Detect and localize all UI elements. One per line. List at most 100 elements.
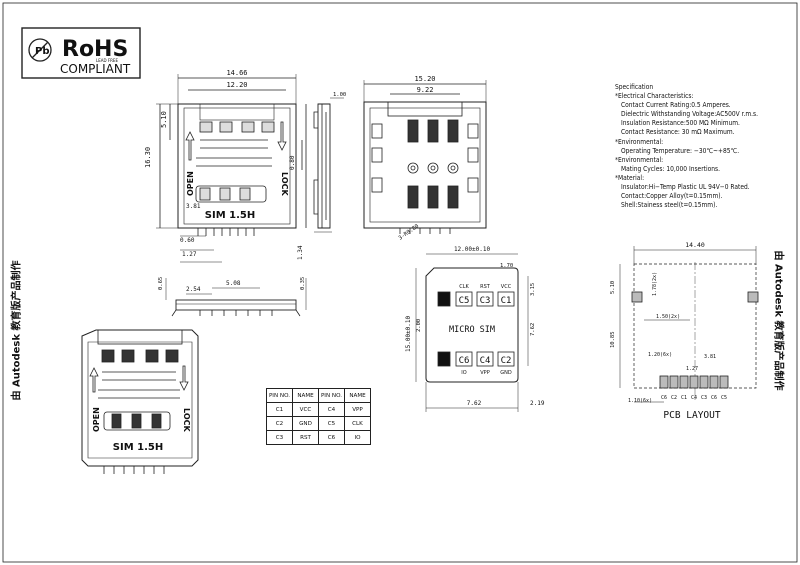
pcb-pad-label: C6 <box>661 395 667 401</box>
spec-line: *Electrical Characteristics: <box>615 92 694 101</box>
spec-line: Insulator:Hi−Temp Plastic UL 94V−0 Rated… <box>621 183 750 192</box>
dim-pcb-height: 10.85 <box>610 331 616 348</box>
pin-table-header: PIN NO. NAME PIN NO. NAME <box>266 388 371 403</box>
spec-line: Shell:Stainess steel(t=0.15mm). <box>621 201 718 210</box>
iso-model-label: SIM 1.5H <box>113 442 163 453</box>
sim-pad-c4: C4 <box>480 356 491 366</box>
iso-view: OPEN LOCK SIM 1.5H <box>81 329 199 474</box>
dim-pitch2: 1.27 <box>182 251 197 258</box>
sim-pad-c2: C2 <box>501 356 512 366</box>
table-cell: RST <box>292 430 319 445</box>
dim-pad-w: 0.60 <box>180 237 195 244</box>
table-cell: VPP <box>344 402 371 417</box>
table-cell: C1 <box>266 402 293 417</box>
open-label: OPEN <box>186 171 195 196</box>
sim-label-vcc: VCC <box>501 284 512 290</box>
sim-label-rst: RST <box>480 284 491 290</box>
pin-table-header-cell: NAME <box>344 388 371 403</box>
table-cell: CLK <box>344 416 371 431</box>
dim-side-right: 1.00 <box>333 92 346 98</box>
spec-line: *Material: <box>615 173 645 182</box>
dim-width-inner: 12.20 <box>226 81 247 89</box>
pcb-pad-label: C5 <box>721 395 727 401</box>
spec-line: Insulation Resistance:500 MΩ Minimum. <box>621 119 740 128</box>
table-cell: C5 <box>318 416 345 431</box>
sim-label-vpp: VPP <box>480 370 489 376</box>
dim-sb-left-h: 0.65 <box>158 277 164 290</box>
pcb-pad-label: C4 <box>691 395 697 401</box>
dim-sim-right-top: 3.15 <box>530 283 536 296</box>
spec-line: *Environmental: <box>615 155 664 164</box>
dim-sim-right-mid: 7.62 <box>530 323 536 336</box>
dim-sim-left-mid: 2.00 <box>416 319 422 332</box>
compliant-text: COMPLIANT <box>60 62 131 76</box>
dim-pcb-150: 1.50(2x) <box>656 314 680 320</box>
pcb-layout: 14.40 5.10 10.85 1.78(2x) 1.50(2x) 1.20(… <box>610 241 759 421</box>
model-label: SIM 1.5H <box>205 210 255 221</box>
micro-sim: 12.00±0.10 3-R0.80 1.70 15.00±0.10 2.00 … <box>398 223 545 412</box>
pin-table-header-cell: PIN NO. <box>318 388 345 403</box>
dim-sb-d2: 5.08 <box>226 280 241 287</box>
dim-pcb-110: 1.10(6x) <box>628 398 652 404</box>
spec-line: Operating Temperature: −30℃~+85℃. <box>621 146 740 155</box>
sim-pad-c6: C6 <box>459 356 470 366</box>
spec-line: *Environmental: <box>615 137 664 146</box>
dim-sim-top-right: 1.70 <box>500 263 513 269</box>
side-view-right: 1.00 <box>313 92 346 233</box>
pb-free-icon <box>28 38 52 62</box>
pcb-pad-label: C6 <box>711 395 717 401</box>
iso-lock-label: LOCK <box>182 408 191 432</box>
sim-label-gnd: GND <box>500 370 512 376</box>
sim-label-clk: CLK <box>459 284 469 290</box>
lock-label: LOCK <box>280 172 289 196</box>
table-row: C2 GND C5 CLK <box>266 416 371 431</box>
rohs-logo: Pb RoHS LEAD FREE COMPLIANT <box>21 27 141 79</box>
dim-pcb-width: 14.40 <box>685 241 705 249</box>
spec-line: Contact Resistance: 30 mΩ Maximum. <box>621 128 735 137</box>
dim-right-small: 0.80 <box>289 155 296 170</box>
pin-table-header-cell: PIN NO. <box>266 388 293 403</box>
side-label-right: 由 Autodesk 教育版产品制作 <box>772 250 784 391</box>
pcb-pad-label: C1 <box>681 395 687 401</box>
spec-title: Specification <box>615 83 654 91</box>
pcb-layout-title: PCB LAYOUT <box>663 410 720 421</box>
dim-height: 16.30 <box>144 147 152 168</box>
pcb-right-pad <box>747 291 759 303</box>
svg-text:Pb: Pb <box>35 46 50 57</box>
dim-pcb-381: 3.81 <box>704 354 716 360</box>
table-row: C3 RST C6 IO <box>266 430 371 445</box>
side-view-bottom: 0.65 2.54 5.08 0.35 <box>158 277 307 317</box>
spec-line: Mating Cycles: 10,000 Insertions. <box>621 164 720 173</box>
dim-left-height: 5.10 <box>160 111 168 128</box>
micro-sim-title: MICRO SIM <box>449 325 495 335</box>
sim-pad-c3: C3 <box>480 296 491 306</box>
dim-sim-height: 15.00±0.10 <box>405 315 412 352</box>
bottom-view: 15.20 9.22 <box>363 75 487 234</box>
table-cell: VCC <box>292 402 319 417</box>
dim-pcb-120: 1.20(6x) <box>648 352 672 358</box>
dim-sb-d1: 2.54 <box>186 286 201 293</box>
specification: Specification *Electrical Characteristic… <box>615 83 795 210</box>
pin-table: PIN NO. NAME PIN NO. NAME C1 VCC C4 VPP … <box>266 388 371 445</box>
table-cell: C4 <box>318 402 345 417</box>
spec-line: Contact:Copper Alloy(t=0.15mm). <box>621 192 723 201</box>
pcb-pad-label: C3 <box>701 395 707 401</box>
dim-sim-bottom-left: 7.62 <box>467 400 482 407</box>
rohs-text: RoHS <box>62 37 128 62</box>
table-cell: C3 <box>266 430 293 445</box>
spec-line: Dielectric Withstanding Voltage:AC500V r… <box>621 110 758 119</box>
sim-label-io: IO <box>461 370 466 376</box>
dim-bottom-len: 1.34 <box>297 245 304 260</box>
dim-pcb-178: 1.78(2x) <box>652 272 658 296</box>
table-cell: IO <box>344 430 371 445</box>
pcb-pad-label: C2 <box>671 395 677 401</box>
sim-pad-c5: C5 <box>459 296 470 306</box>
dim-width-outer: 14.66 <box>226 69 247 77</box>
iso-open-label: OPEN <box>92 407 101 432</box>
dim-pitch1: 3.81 <box>186 203 201 210</box>
table-cell: C6 <box>318 430 345 445</box>
lead-free-text: LEAD FREE <box>96 58 118 63</box>
dim-bottom-width: 15.20 <box>414 75 435 83</box>
